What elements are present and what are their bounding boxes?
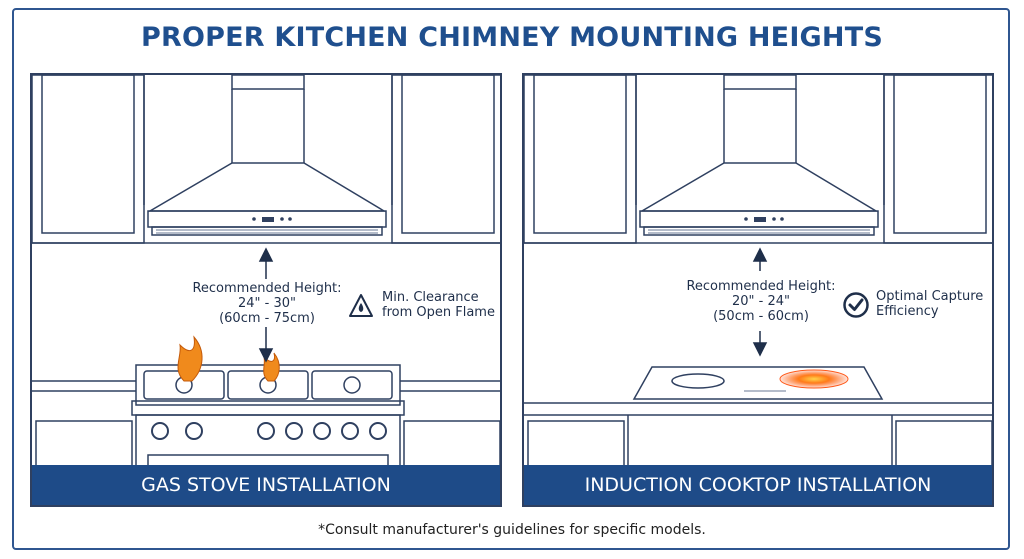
upper-cabinet-right [883, 75, 992, 244]
outer-frame [12, 8, 1010, 550]
gas-height-label: Recommended Height: [192, 281, 342, 296]
upper-cabinet-left [524, 75, 637, 244]
gas-note-line1: Min. Clearance [382, 290, 479, 305]
gas-stove-banner: GAS STOVE INSTALLATION [32, 465, 500, 505]
induction-height-inches: 20" - 24" [732, 294, 790, 309]
range-hood [147, 162, 387, 212]
induction-note-line2: Efficiency [876, 304, 939, 319]
induction-panel: Recommended Height: 20" - 24" (50cm - 60… [522, 73, 994, 507]
induction-cooktop [632, 366, 884, 400]
footnote: *Consult manufacturer's guidelines for s… [318, 522, 706, 538]
range-hood [639, 162, 879, 212]
induction-banner: INDUCTION COOKTOP INSTALLATION [524, 465, 992, 505]
checkmark-circle-icon [843, 292, 869, 318]
page-title: PROPER KITCHEN CHIMNEY MOUNTING HEIGHTS [141, 22, 883, 53]
gas-height-cm: (60cm - 75cm) [219, 311, 315, 326]
gas-stove-panel: Recommended Height: 24" - 30" (60cm - 75… [30, 73, 502, 507]
upper-cabinet-left [32, 75, 145, 244]
flame-warning-icon [349, 294, 373, 317]
induction-height-label: Recommended Height: [686, 279, 836, 294]
upper-cabinet-right [391, 75, 500, 244]
gas-height-inches: 24" - 30" [238, 296, 296, 311]
heat-zone-icon [779, 369, 849, 389]
gas-note-line2: from Open Flame [382, 305, 495, 320]
induction-kitchen-illustration [524, 75, 992, 470]
induction-note-line1: Optimal Capture [876, 289, 984, 304]
flame-icon [177, 335, 280, 382]
induction-height-cm: (50cm - 60cm) [713, 309, 809, 324]
